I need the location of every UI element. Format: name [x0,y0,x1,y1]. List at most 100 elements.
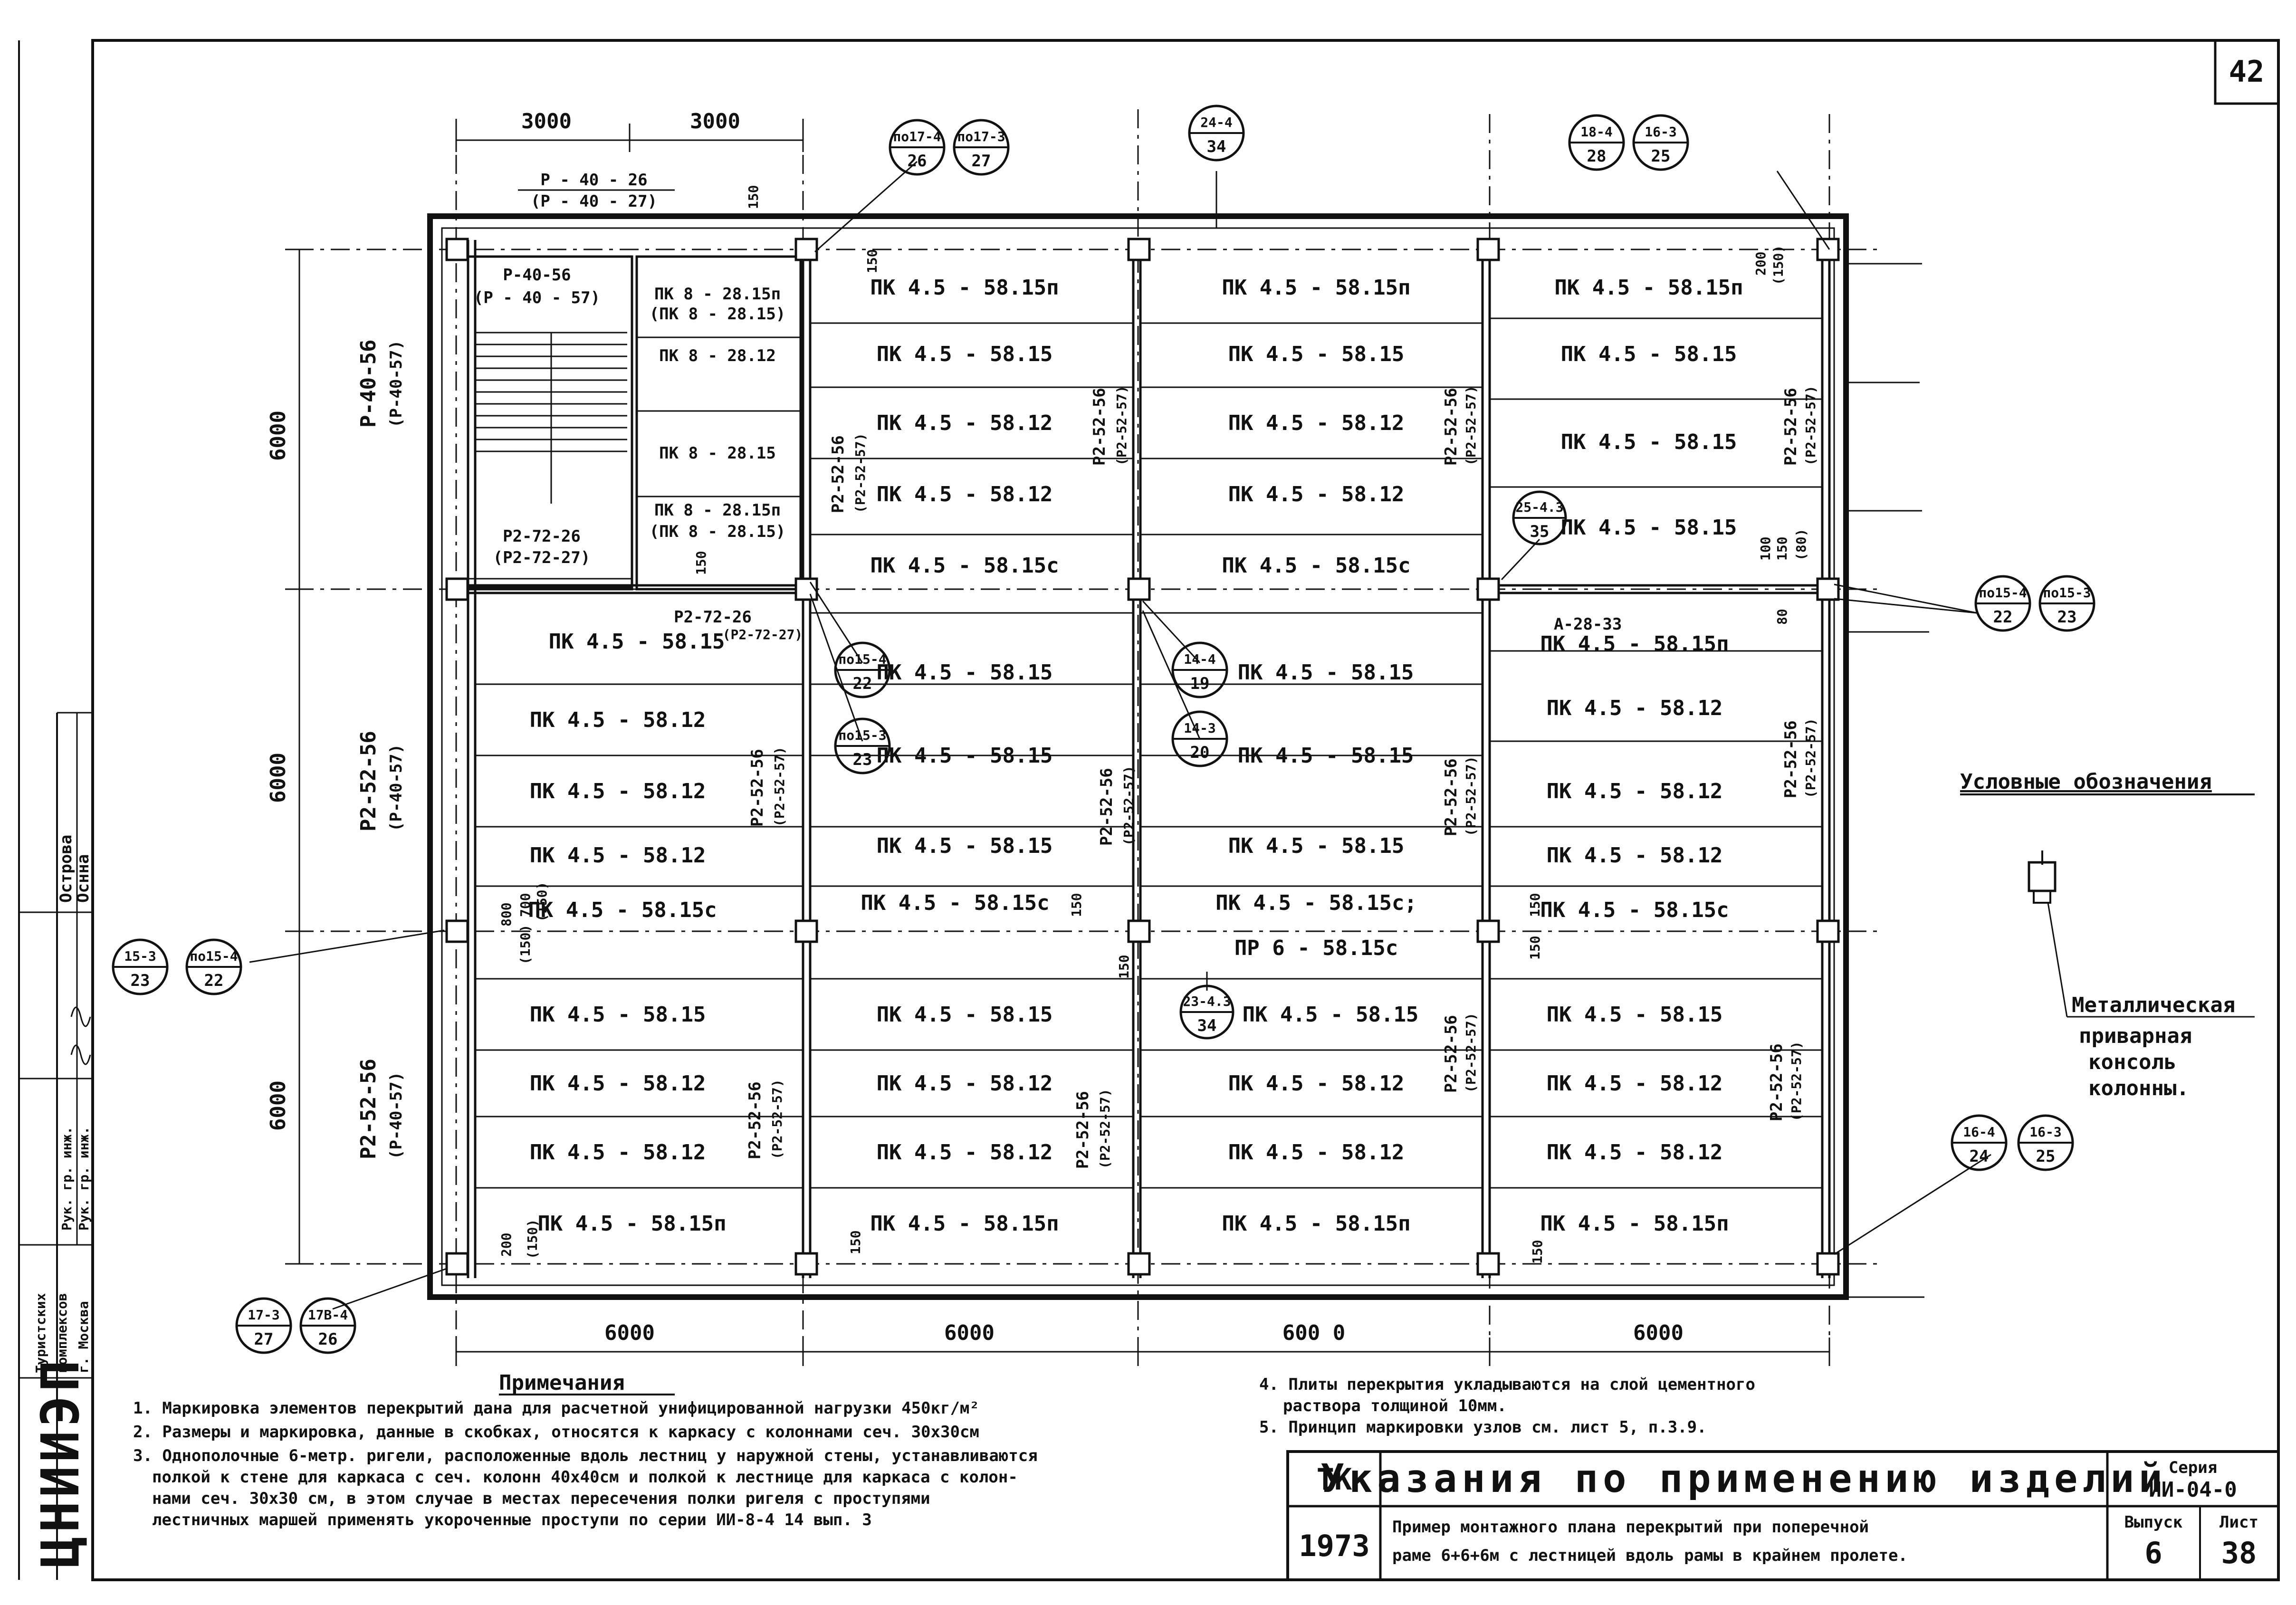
beam-e-top-main: Р2-52-56 [1781,388,1800,466]
tb-issue-value: 6 [2144,1536,2162,1570]
small-dim: 150 [1069,893,1084,917]
col4-slab-5: ПК 4.5 - 58.15п [1540,632,1729,656]
small-dim: 150 [864,249,880,273]
legend-label-4: колонны. [2088,1076,2189,1100]
callout-bottom: 24 [1970,1147,1989,1166]
columns [445,238,1840,1276]
stamp-org-1: Туристских [33,1293,48,1373]
callout-bottom: 34 [1207,137,1226,156]
note-3c: нами сеч. 30х30 см, в этом случае в мест… [152,1489,930,1508]
callout-bottom: 20 [1190,743,1210,762]
legend-title: Условные обозначения [1960,770,2212,794]
sheet-number: 42 [2229,54,2265,89]
callout-top: по17-4 [893,129,941,144]
dim-bottom-4: 6000 [1633,1321,1684,1345]
floor-plan: 3000 3000 6000 6000 600 0 6000 6000 6000… [266,109,1929,1366]
note-2: 2. Размеры и маркировка, данные в скобка… [133,1423,979,1442]
stamp-org-3: г. Москва [76,1301,91,1373]
beam-c-mid-alt: (Р2-52-57) [1121,765,1137,846]
beam-b-top-main: Р2-52-56 [829,435,848,513]
col2-slab-8: ПК 4.5 - 58.15 [877,834,1053,858]
small-dim: (150) [534,882,550,922]
callout-bottom: 34 [1197,1016,1217,1035]
callout-bottom: 23 [2057,608,2077,627]
beam-left-top-alt: (Р-40-57) [387,340,406,428]
node-callouts: по17-4 26 по17-3 27 24-4 34 18-4 28 16-3… [112,105,2095,1354]
stair-treads [475,332,627,504]
beam-left-bot-alt: (Р-40-57) [387,1072,406,1159]
callout-top: 24-4 [1200,115,1232,130]
beam-d-bot-main: Р2-52-56 [1442,1015,1461,1093]
beam-top-dim: 150 [746,185,761,209]
callout-group-11: 17-3 27 17В-4 26 [235,1297,356,1354]
leader-lines [249,161,1991,1310]
small-dim: 200 [498,1232,514,1257]
col3-slab-6: ПК 4.5 - 58.15 [1238,660,1414,685]
col4-slab-9: ПК 4.5 - 58.15с [1540,898,1729,922]
tb-sheet-value: 38 [2221,1536,2257,1570]
stamp-ruk2: Рук. гр. инж. [76,1127,92,1231]
col4-slab-7: ПК 4.5 - 58.12 [1547,779,1723,803]
stair-slab-1: ПК 8 - 28.15п [654,285,781,304]
col2-slab-13: ПК 4.5 - 58.15п [870,1212,1059,1236]
slab-joints [475,317,1822,1189]
legend: Условные обозначения Металлическая прива… [1960,770,2255,1100]
callout-top: 17В-4 [308,1307,348,1323]
dim-left-3: 6000 [266,1080,290,1131]
callout-bottom: 22 [853,674,872,693]
beam-left-mid-main: Р2-52-56 [356,731,381,831]
col4-slab-6: ПК 4.5 - 58.12 [1547,696,1723,720]
stair-slab-3: ПК 8 - 28.12 [659,346,776,365]
dim-left-2: 6000 [266,753,290,803]
callout-top: 16-3 [1645,124,1676,140]
stamp-org-2: комплексов [54,1293,70,1373]
tb-title: Указания по применению изделий [1320,1456,2167,1501]
col2-slab-3: ПК 4.5 - 58.12 [877,411,1053,435]
callout-bottom: 23 [131,971,150,990]
landing-beam2-main: Р2-72-26 [674,608,752,627]
callout-group-7: 14-4 19 14-3 20 [1171,641,1228,767]
small-dim: 200 [1753,251,1769,276]
dim-bottom-2: 6000 [944,1321,995,1345]
col3-slab-12: ПК 4.5 - 58.12 [1228,1071,1405,1096]
beam-c-bot-alt: (Р2-52-57) [1097,1089,1113,1169]
col4-slab-11: ПК 4.5 - 58.12 [1547,1071,1723,1096]
col3-slab-5: ПК 4.5 - 58.15с [1222,554,1410,578]
callout-top: по15-4 [1979,585,2027,601]
beam-left-bot-main: Р2-52-56 [356,1059,381,1159]
beam-left-top-main: Р-40-56 [356,340,381,428]
col2-slab-9: ПК 4.5 - 58.15с [861,891,1049,915]
col3-slab-2: ПК 4.5 - 58.15 [1228,342,1405,366]
col4-slab-4: ПК 4.5 - 58.15 [1561,516,1737,540]
callout-group-3: 18-4 28 16-3 25 [1568,114,1689,171]
col2-slab-2: ПК 4.5 - 58.15 [877,342,1053,366]
beam-d-top-main: Р2-52-56 [1442,388,1461,466]
col1-slab-6: ПК 4.5 - 58.15 [530,1003,706,1027]
note-5: 5. Принцип маркировки узлов см. лист 5, … [1259,1418,1707,1437]
small-dim: 800 [498,902,514,927]
note-3a: 3. Однополочные 6-метр. ригели, располож… [133,1446,1038,1465]
landing-beam-main: Р2-72-26 [503,527,581,546]
callout-bottom: 27 [972,152,991,171]
stair-beam-main: Р-40-56 [503,266,571,285]
callout-bottom: 26 [908,152,927,171]
dim-bottom-1: 6000 [604,1321,655,1345]
col4-slab-2: ПК 4.5 - 58.15 [1561,342,1737,366]
callout-group-4: 25-4.3 35 [1512,490,1567,545]
small-dim: 150 [1530,1240,1545,1264]
beam-top-main: Р - 40 - 26 [540,171,647,190]
legend-label-1: Металлическая [2072,993,2235,1017]
beam-c-bot-main: Р2-52-56 [1073,1091,1092,1169]
callout-group-9: 23-4.3 34 [1179,984,1234,1040]
beam-e-mid-alt: (Р2-52-57) [1803,718,1818,798]
col3-slab-9: ПК 4.5 - 58.15с; [1215,891,1417,915]
note-4a: 4. Плиты перекрытия укладываются на слой… [1259,1375,1755,1394]
beam-e-bot-main: Р2-52-56 [1767,1043,1786,1121]
anchor-mark: А-28-33 [1554,615,1622,634]
stamp-ocina: Оснна [74,854,93,903]
stair-beam-alt: (Р - 40 - 57) [474,288,600,307]
small-dim: (150) [517,925,533,965]
callout-top: по17-3 [957,129,1005,144]
note-1: 1. Маркировка элементов перекрытий дана … [133,1399,979,1418]
callout-bottom: 27 [254,1330,274,1349]
